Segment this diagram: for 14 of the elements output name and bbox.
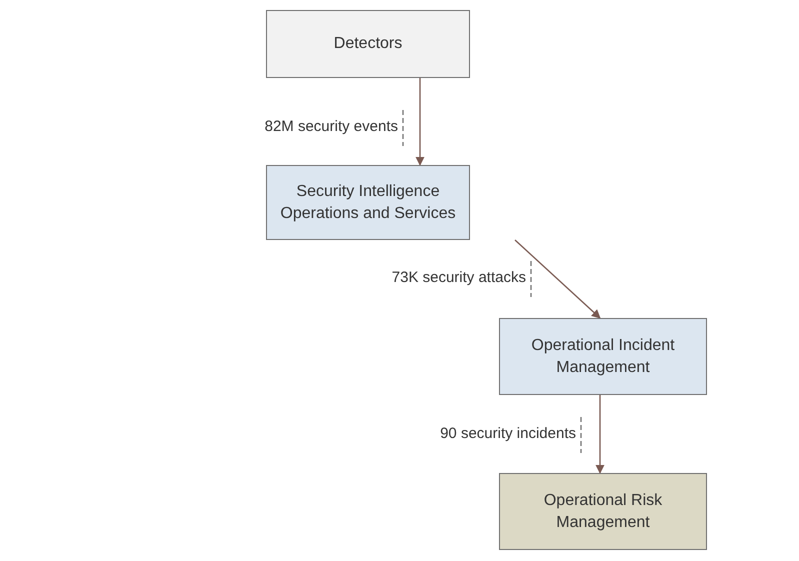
box-label: Security Intelligence Operations and Services xyxy=(279,182,457,224)
box-label: Operational Risk Management xyxy=(542,490,664,532)
arrow xyxy=(416,78,424,166)
arrow xyxy=(514,240,601,319)
edge-label: 73K security attacks xyxy=(390,269,528,286)
process-box xyxy=(266,10,470,78)
process-box xyxy=(499,318,707,395)
arrow xyxy=(596,395,604,474)
box-label: Operational Incident Management xyxy=(530,336,676,378)
box-label: Detectors xyxy=(332,34,404,54)
process-box xyxy=(499,473,707,550)
edge-label: 82M security events xyxy=(262,118,400,135)
process-box xyxy=(266,165,470,240)
edge-label: 90 security incidents xyxy=(438,425,578,442)
